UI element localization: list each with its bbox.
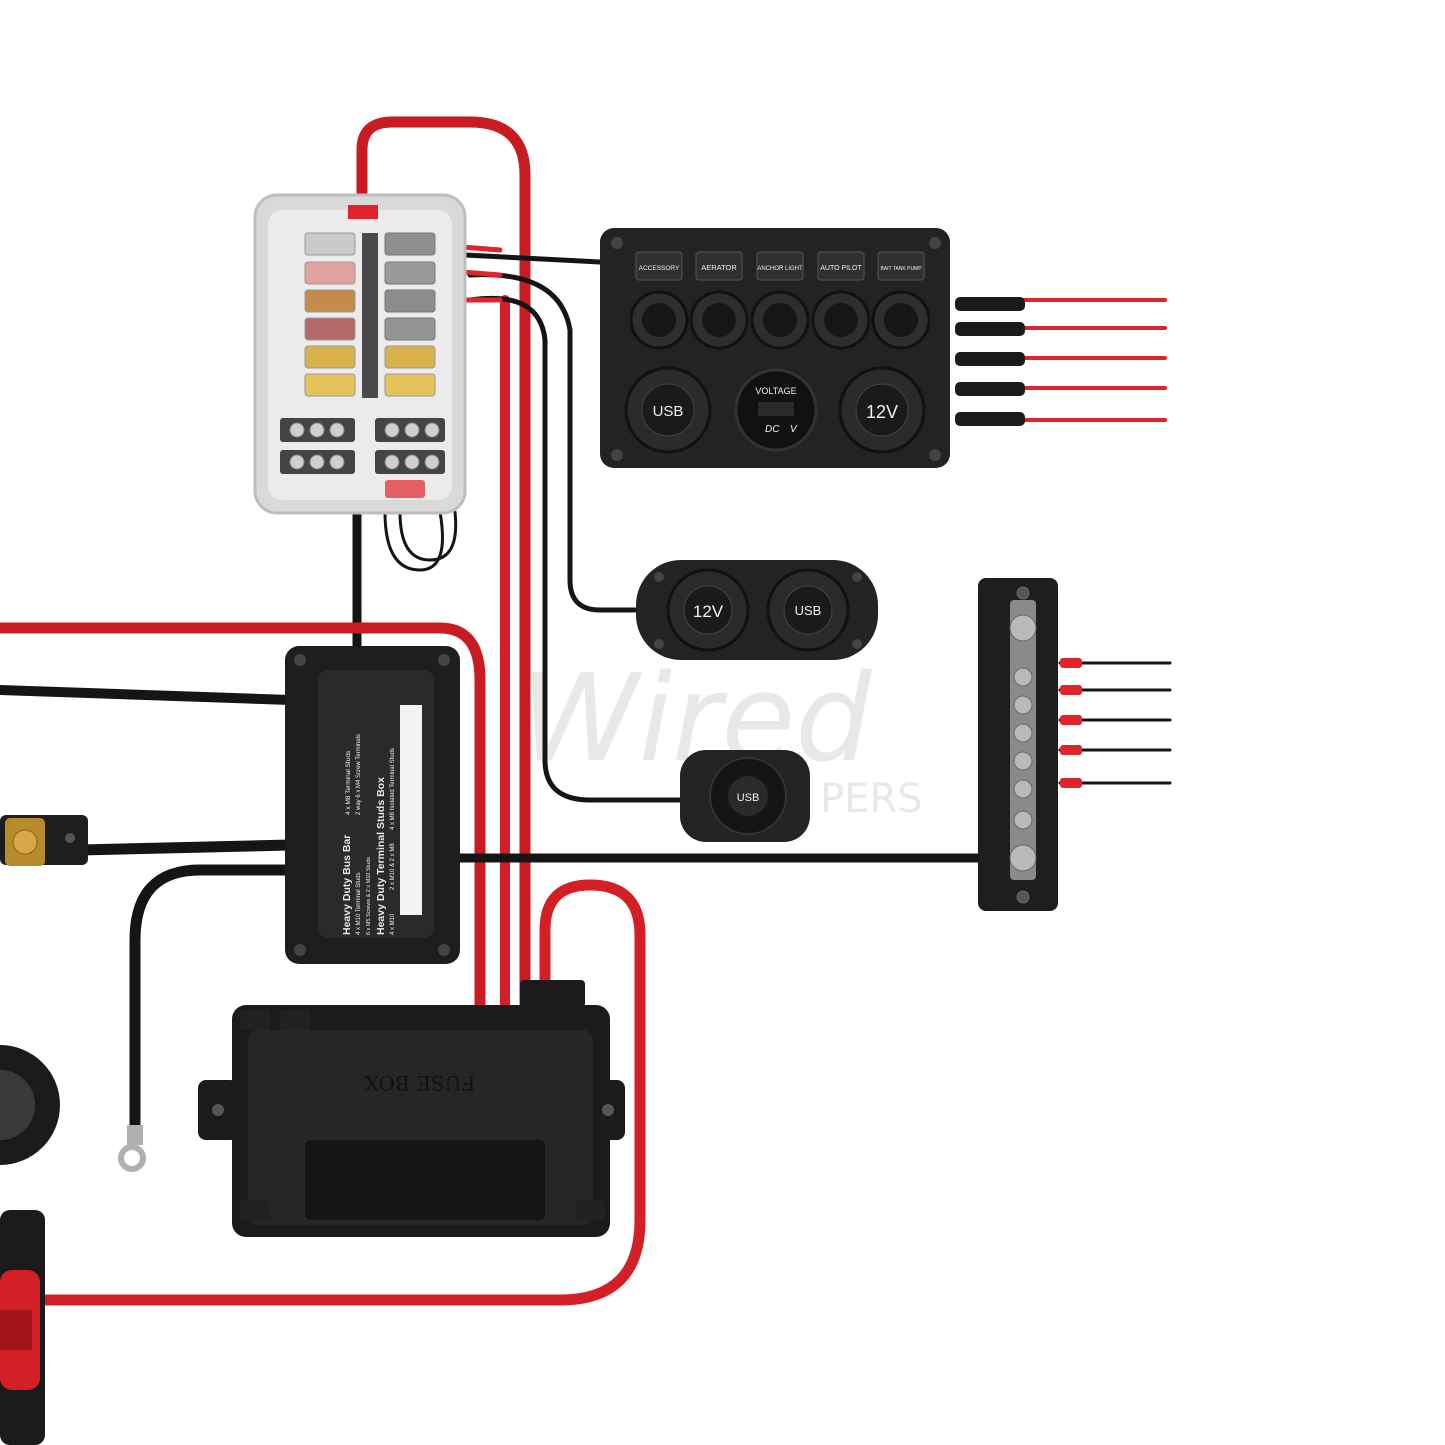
switch-label-anchor-light: ANCHOR LIGHT [757, 266, 803, 272]
usb-socket-label: USB [653, 403, 684, 420]
studs-box-title: Heavy Duty Terminal Studs Box [375, 777, 387, 935]
studs-box-spec-2: 2 x M10 & 2 x M8 [390, 843, 396, 890]
switch-labels: ACCESSORY AERATOR ANCHOR LIGHT AUTO PILO… [635, 251, 925, 281]
fuse-row-left [304, 232, 356, 397]
dual-socket-left-label: 12V [693, 602, 724, 621]
terminal-bus-bar [978, 578, 1082, 911]
voltmeter-v-label: V [790, 424, 798, 435]
switch-label-bait-tank-pump: BAIT TANK PUMP [880, 266, 922, 272]
fuse-box-label: FUSE BOX [364, 1071, 476, 1095]
panel-usb-socket: USB [624, 366, 712, 454]
dual-socket-panel: 12V USB [636, 560, 878, 660]
bus-bar-spec-2: 4 x M10 Terminal Studs [356, 872, 362, 935]
socket-12v-label: 12V [866, 402, 898, 422]
usb-dial-socket: USB [680, 750, 810, 842]
switch-panel: ACCESSORY AERATOR ANCHOR LIGHT AUTO PILO… [600, 228, 1025, 468]
dual-socket-right-label: USB [795, 603, 822, 618]
fuse-row-right [384, 232, 436, 397]
blade-fuse-block [253, 193, 467, 515]
voltmeter-top-label: VOLTAGE [755, 386, 796, 396]
studs-box-spec-3: 4 x M8 Isolated Terminal Studs [390, 748, 396, 830]
switch-label-aerator: AERATOR [701, 263, 737, 272]
bus-bar-spec-1: 4 x M8 Terminal Studs [345, 750, 352, 815]
studs-box-spec-1: 4 x M10 [390, 913, 396, 935]
panel-12v-socket: 12V [838, 366, 926, 454]
inline-fuse-holders [955, 297, 1025, 426]
switch-label-auto-pilot: AUTO PILOT [820, 265, 862, 272]
usb-dial-label: USB [737, 792, 760, 804]
watermark-sub: PERS [820, 776, 923, 822]
voltmeter-dc-label: DC [765, 424, 780, 435]
rocker-switches [629, 290, 931, 350]
bus-bar-spec-3: 2 way 6 x M4 Screw Terminals [356, 734, 362, 815]
bus-bar-spec-4: 6 x M5 Screws & 2 x M10 Studs [366, 857, 372, 935]
panel-voltmeter: VOLTAGE DC V [734, 368, 818, 452]
switch-label-accessory: ACCESSORY [639, 265, 680, 272]
bus-bar-title: Heavy Duty Bus Bar [341, 835, 353, 935]
left-edge-components [0, 815, 146, 1445]
fuse-box: FUSE BOX [198, 980, 625, 1237]
heavy-duty-bus-bar-box: Heavy Duty Bus Bar 4 x M8 Terminal Studs… [285, 646, 460, 964]
